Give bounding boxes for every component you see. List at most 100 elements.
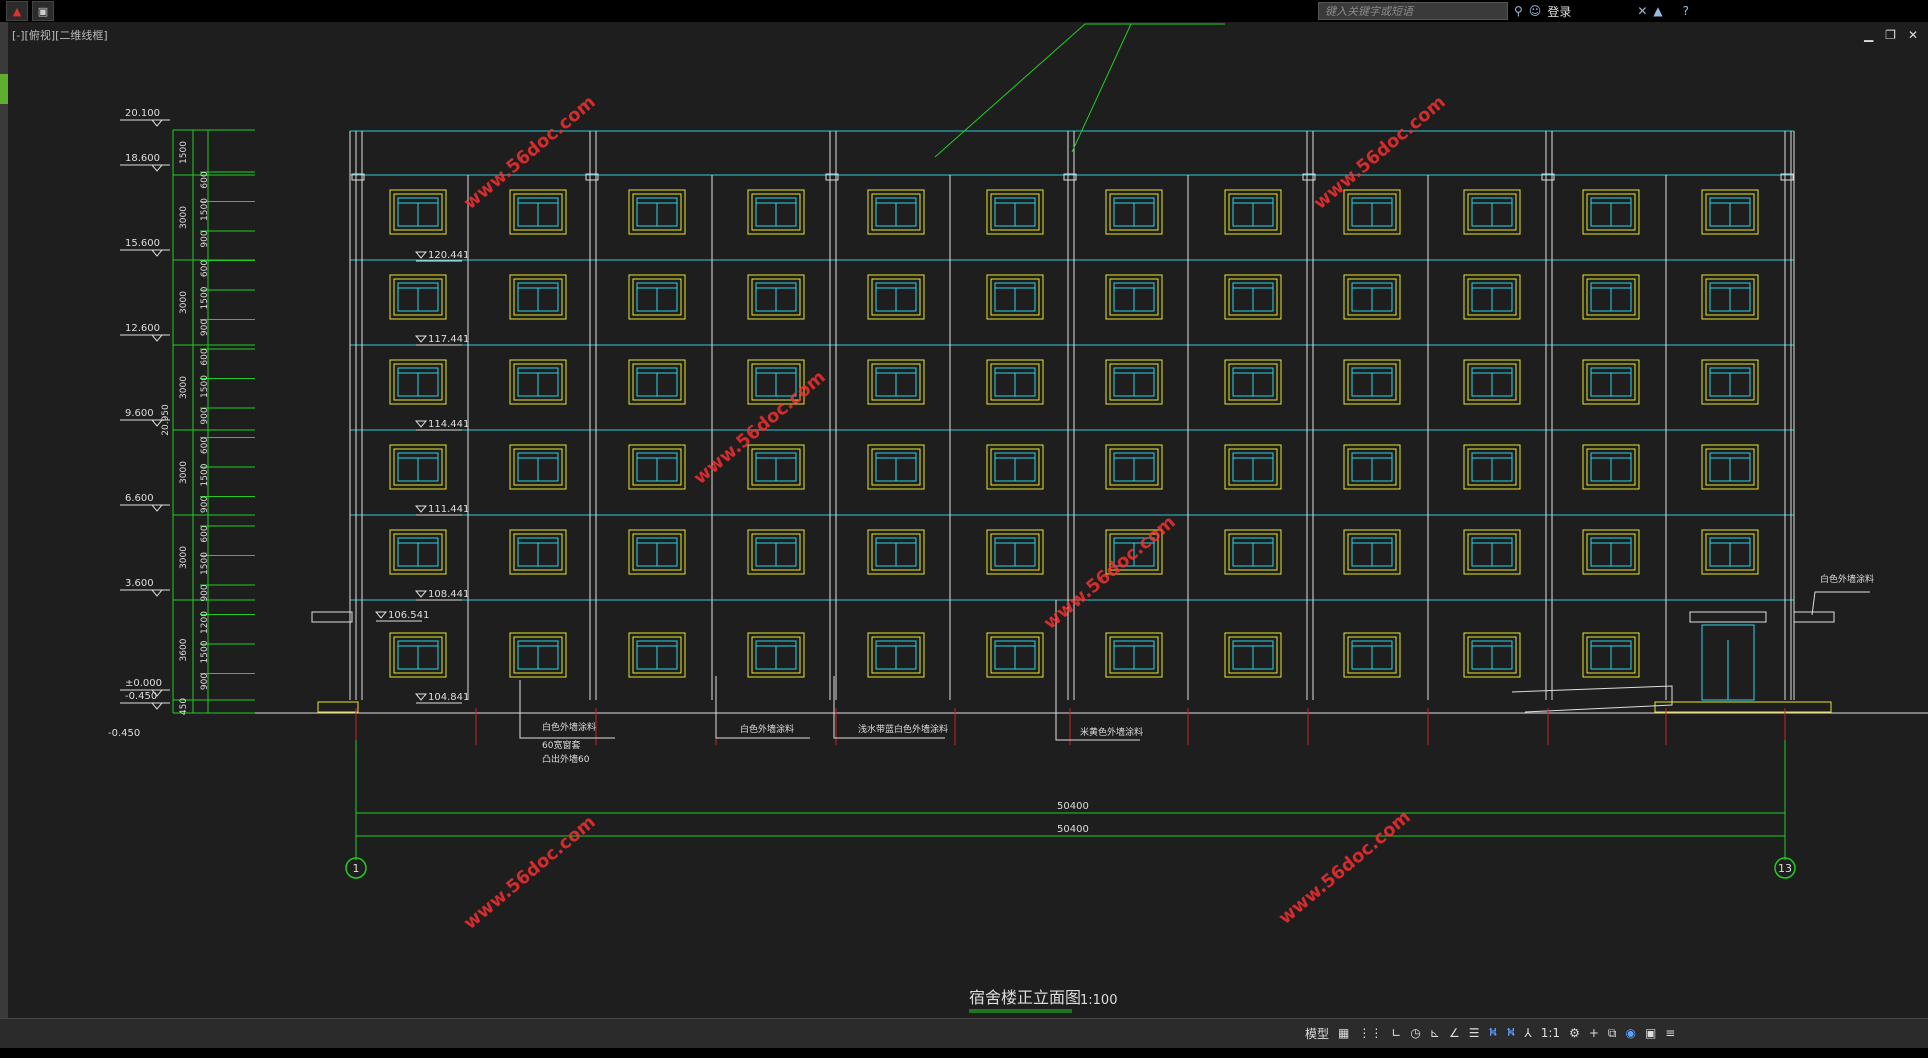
window-frame-inner [1705,448,1755,486]
window-frame-inner [1109,533,1159,571]
window-level-label: 114.441 [428,419,469,430]
window-frame [1224,274,1282,320]
note-leader [833,676,945,739]
snap-icon[interactable]: ⋮⋮ [1358,1026,1383,1040]
window-frame [1224,632,1282,678]
window-frame [389,529,447,575]
window-frame-inner [1109,193,1159,231]
window-frame-inner [393,448,443,486]
annotation-icon[interactable]: ⛕ [1488,1025,1498,1039]
elevation-label: -0.450 [125,691,157,702]
window-frame [747,632,805,678]
sub-segment-label: 900 [200,673,210,690]
binoculars-icon[interactable]: ⚲ [1514,4,1523,18]
window-frame-inner [1705,193,1755,231]
window-frame-inner [990,636,1040,674]
close-icon[interactable]: ✕ [1907,28,1918,42]
window-frame-inner [751,363,801,401]
lineweight-icon[interactable]: ☰ [1468,1026,1480,1040]
ortho-icon[interactable]: ∟ [1391,1026,1402,1040]
watermark: www.56doc.com [460,92,600,214]
window-frame [986,632,1044,678]
minimize-icon[interactable]: ▁ [1863,28,1874,42]
isolate-icon[interactable]: ⧉ [1607,1025,1617,1040]
window-frame [867,189,925,235]
viewport-label[interactable]: [-][俯视][二维线框] [12,29,108,42]
elevation-marker [150,164,164,172]
login-button[interactable]: 登录 [1547,4,1572,19]
window-frame [747,529,805,575]
window-frame-inner [990,278,1040,316]
elevation-marker [150,504,164,512]
otrack-icon[interactable]: ∠ [1448,1026,1460,1040]
window-frame-inner [1467,448,1517,486]
window-frame [1105,189,1163,235]
sub-segment-label: 1500 [200,286,210,309]
elevation-marker [150,119,164,127]
drawing-scale: 1:100 [1080,993,1117,1008]
window-frame-inner [393,636,443,674]
drawing-title: 宿舍楼正立面图 [969,988,1081,1007]
user-icon[interactable]: ☺ [1528,4,1542,18]
osnap-icon[interactable]: ⊾ [1429,1026,1440,1040]
restore-icon[interactable]: ❐ [1885,28,1896,42]
window-frame [986,529,1044,575]
window-frame-inner [751,636,801,674]
hardware-accel-icon[interactable]: ◉ [1625,1026,1636,1040]
window-frame-inner [1228,636,1278,674]
window-level-marker [414,420,428,428]
quick-access-toolbar: ▲ ▣ [0,0,54,22]
window-frame-inner [1586,636,1636,674]
window-frame-inner [393,278,443,316]
window-frame-inner [871,533,921,571]
total-height-label: 20.950 [161,404,171,436]
search-input[interactable]: 键入关键字或短语 [1318,2,1508,20]
segment-label: 3000 [179,291,189,314]
help-icon[interactable]: ? [1682,4,1689,18]
window-frame-inner [513,448,563,486]
status-tools: 模型 ▦ ⋮⋮ ∟ ◷ ⊾ ∠ ☰ ⛕ ⛕ ⅄ 1:1 ⚙ + ⧉ ◉ ▣ ≡ [1305,1020,1675,1046]
window-frame [628,359,686,405]
annotation-scale-icon[interactable]: ⅄ [1524,1026,1532,1040]
window-frame-inner [1109,363,1159,401]
polar-icon[interactable]: ◷ [1410,1026,1421,1040]
plus-icon[interactable]: + [1588,1026,1599,1040]
grid-icon[interactable]: ▦ [1338,1026,1350,1040]
window-level-label: 120.441 [428,250,469,261]
window-frame [509,189,567,235]
window-frame [628,274,686,320]
window-frame [389,444,447,490]
scale-dropdown[interactable]: 1:1 [1540,1026,1561,1040]
window-frame [1701,529,1759,575]
pilaster-cap [1063,173,1077,181]
note-leader [519,680,615,739]
overall-dimension-2: 50400 [1057,824,1089,835]
watermark: www.56doc.com [690,367,830,489]
elevation-drawing: 20.10018.60015.60012.6009.6006.6003.600±… [108,23,1928,1013]
window-frame-inner [1467,533,1517,571]
elevation-label: 15.600 [125,238,160,249]
exchange-icon[interactable]: ✕ [1637,4,1648,18]
annotation-visibility-icon[interactable]: ⛕ [1506,1025,1516,1039]
gear-icon[interactable]: ⚙ [1569,1026,1580,1040]
window-frame-inner [1467,193,1517,231]
clean-screen-icon[interactable]: ▣ [1644,1026,1657,1040]
app-menu-icon[interactable]: ▲ [6,1,28,21]
window-frame-inner [1347,278,1397,316]
sub-segment-label: 600 [200,260,210,277]
pilaster-cap [585,173,599,181]
window-level-label: 108.441 [428,589,469,600]
window-frame [1343,189,1401,235]
window-frame-inner [513,193,563,231]
segment-label: 1500 [179,141,189,164]
save-icon[interactable]: ▣ [32,1,54,21]
viewport-window-controls: ▁ ❐ ✕ [1864,28,1918,42]
a360-icon[interactable]: ▲ [1653,4,1663,18]
window-frame [1105,359,1163,405]
window-frame-inner [1109,636,1159,674]
customize-icon[interactable]: ≡ [1665,1026,1676,1040]
model-tab[interactable]: 模型 [1305,1026,1330,1041]
window-frame [1701,189,1759,235]
window-frame [1224,529,1282,575]
